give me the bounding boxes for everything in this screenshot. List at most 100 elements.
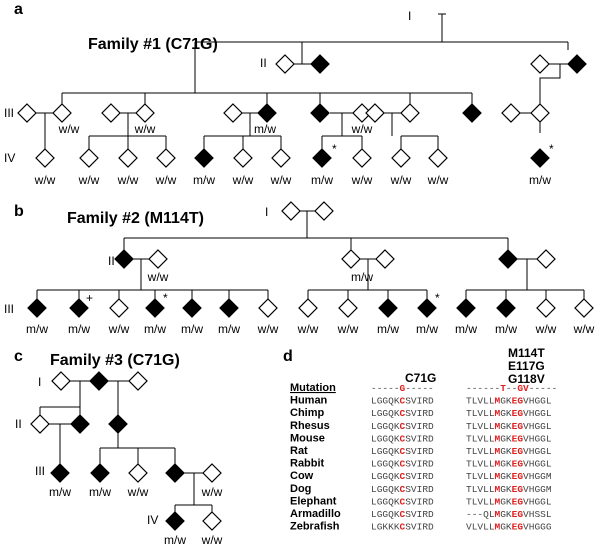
species-seq-c71g: LGGQKCSVIRD bbox=[371, 471, 434, 482]
species-seq-c71g: LGGQKCSVIRD bbox=[371, 396, 434, 407]
genotype-label: m/w bbox=[144, 322, 166, 336]
genotype-label: w/w bbox=[427, 173, 449, 187]
genotype-label: m/w bbox=[416, 322, 438, 336]
genotype-label: w/w bbox=[257, 322, 279, 336]
genotype-label: m/w bbox=[89, 485, 111, 499]
genotype-label: m/w bbox=[193, 173, 215, 187]
unaffected-individual bbox=[365, 103, 385, 123]
unaffected-individual bbox=[202, 463, 222, 483]
species-name: Rabbit bbox=[290, 458, 325, 470]
genotype-label: m/w bbox=[218, 322, 240, 336]
panel-title-b: Family #2 (M114T) bbox=[67, 210, 204, 227]
unaffected-individual bbox=[35, 148, 55, 168]
unaffected-individual bbox=[341, 249, 361, 269]
affected-individual bbox=[108, 414, 128, 434]
genotype-label: m/w bbox=[455, 322, 477, 336]
affected-individual bbox=[456, 298, 476, 318]
unaffected-individual bbox=[128, 371, 148, 391]
genotype-label: w/w bbox=[297, 322, 319, 336]
plus-marker: + bbox=[86, 291, 93, 305]
species-name: Armadillo bbox=[290, 508, 341, 520]
affected-individual bbox=[165, 463, 185, 483]
species-name: Rat bbox=[290, 445, 308, 457]
genotype-label: w/w bbox=[535, 322, 557, 336]
genotype-label: m/w bbox=[164, 533, 186, 547]
generation-label: III bbox=[4, 302, 14, 316]
genotype-label: w/w bbox=[117, 173, 139, 187]
genotype-label: w/w bbox=[270, 173, 292, 187]
genotype-label: m/w bbox=[181, 322, 203, 336]
pedigree-line bbox=[539, 64, 561, 133]
unaffected-individual bbox=[352, 103, 372, 123]
affected-individual bbox=[496, 298, 516, 318]
affected-individual bbox=[165, 511, 185, 531]
mutation-row-label: Mutation bbox=[290, 382, 336, 394]
species-seq-c71g: LGGQKCSVIRD bbox=[371, 446, 434, 457]
affected-individual bbox=[27, 298, 47, 318]
generation-label: II bbox=[260, 56, 267, 70]
species-seq-m114t: TLVLLMGKEGVHGGL bbox=[466, 496, 552, 507]
unaffected-individual bbox=[391, 148, 411, 168]
species-seq-m114t: TLVLLMGKEGVHGGL bbox=[466, 421, 552, 432]
proband-marker: * bbox=[435, 291, 440, 305]
genotype-label: m/w bbox=[495, 322, 517, 336]
unaffected-individual bbox=[536, 298, 556, 318]
genotype-label: w/w bbox=[147, 270, 169, 284]
unaffected-individual bbox=[375, 249, 395, 269]
proband-marker: * bbox=[549, 142, 554, 156]
affected-individual bbox=[194, 148, 214, 168]
species-seq-m114t: TLVLLMGKEGVHGGL bbox=[466, 446, 552, 457]
species-name: Mouse bbox=[290, 432, 325, 444]
unaffected-individual bbox=[352, 148, 372, 168]
generation-label: IV bbox=[4, 151, 15, 165]
unaffected-individual bbox=[501, 103, 521, 123]
genotype-label: w/w bbox=[58, 122, 80, 136]
genotype-label: m/w bbox=[26, 322, 48, 336]
affected-individual bbox=[219, 298, 239, 318]
species-name: Zebrafish bbox=[290, 521, 340, 533]
species-seq-m114t: TLVLLMGKEGVHGGL bbox=[466, 396, 552, 407]
species-seq-c71g: LGGQKCSVIRD bbox=[371, 433, 434, 444]
generation-label: I bbox=[408, 9, 411, 23]
unaffected-individual bbox=[271, 148, 291, 168]
genotype-label: w/w bbox=[134, 122, 156, 136]
affected-individual bbox=[50, 463, 70, 483]
unaffected-individual bbox=[400, 103, 420, 123]
unaffected-individual bbox=[298, 298, 318, 318]
species-seq-c71g: LGGQKCSVIRD bbox=[371, 509, 434, 520]
affected-individual bbox=[417, 298, 437, 318]
unaffected-individual bbox=[233, 148, 253, 168]
genotype-label: m/w bbox=[377, 322, 399, 336]
generation-label: I bbox=[265, 205, 268, 219]
genotype-label: w/w bbox=[108, 322, 130, 336]
species-name: Rhesus bbox=[290, 420, 330, 432]
unaffected-individual bbox=[79, 148, 99, 168]
genotype-label: w/w bbox=[232, 173, 254, 187]
genotype-label: w/w bbox=[127, 485, 149, 499]
alignment-header-m114t-block: M114T bbox=[508, 346, 545, 360]
genotype-label: w/w bbox=[201, 485, 223, 499]
affected-individual bbox=[378, 298, 398, 318]
genotype-label: w/w bbox=[201, 533, 223, 547]
mutation-seq-m114t: ------T--GV----- bbox=[466, 383, 557, 394]
unaffected-individual bbox=[101, 103, 121, 123]
species-seq-m114t: ---QLMGKEGVHSSL bbox=[466, 509, 552, 520]
affected-individual bbox=[567, 54, 587, 74]
species-seq-m114t: TLVLLMGKEGVHGGL bbox=[466, 433, 552, 444]
affected-individual bbox=[145, 298, 165, 318]
genotype-label: w/w bbox=[337, 322, 359, 336]
unaffected-individual bbox=[536, 249, 556, 269]
species-name: Cow bbox=[290, 470, 314, 482]
species-seq-m114t: TLVLLMGKEGVHGGL bbox=[466, 459, 552, 470]
genotype-label: w/w bbox=[351, 122, 373, 136]
species-seq-m114t: TLVLLMGKEGVHGGM bbox=[466, 484, 552, 495]
unaffected-individual bbox=[109, 298, 129, 318]
generation-label: III bbox=[35, 464, 45, 478]
genotype-label: w/w bbox=[34, 173, 56, 187]
affected-individual bbox=[312, 148, 332, 168]
unaffected-individual bbox=[202, 511, 222, 531]
genotype-label: m/w bbox=[49, 485, 71, 499]
species-name: Elephant bbox=[290, 495, 337, 507]
genotype-label: m/w bbox=[351, 270, 373, 284]
